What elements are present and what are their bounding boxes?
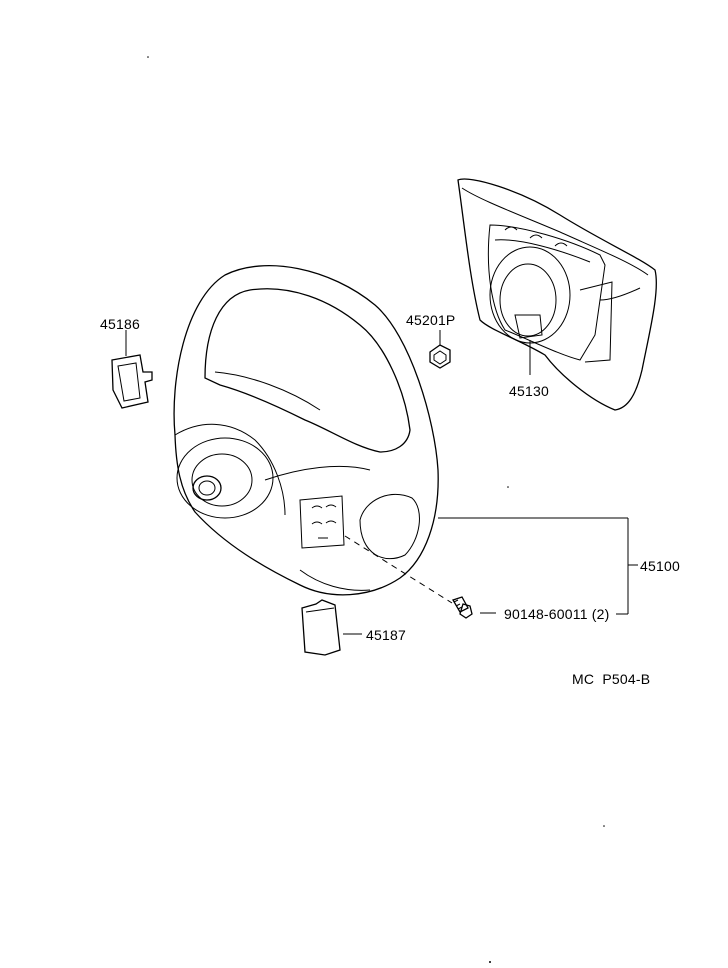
part-label-45100: 45100 [640,558,680,574]
nut-drawing [429,344,451,369]
screw-drawing [452,596,473,619]
part-label-screw: 90148-60011 (2) [504,606,610,622]
part-label-45201p: 45201P [406,312,456,328]
steering-wheel-pad-drawing [457,178,657,411]
pad-cover-lower-drawing [301,599,341,656]
part-label-45130: 45130 [509,383,549,399]
diagram-code: MC P504-B [572,671,651,687]
scan-specks [147,56,605,963]
steering-wheel-drawing [173,265,439,596]
leader-lines [125,330,638,635]
part-label-45186: 45186 [100,316,140,332]
pad-cover-upper-drawing [111,354,153,409]
part-label-45187: 45187 [366,627,406,643]
